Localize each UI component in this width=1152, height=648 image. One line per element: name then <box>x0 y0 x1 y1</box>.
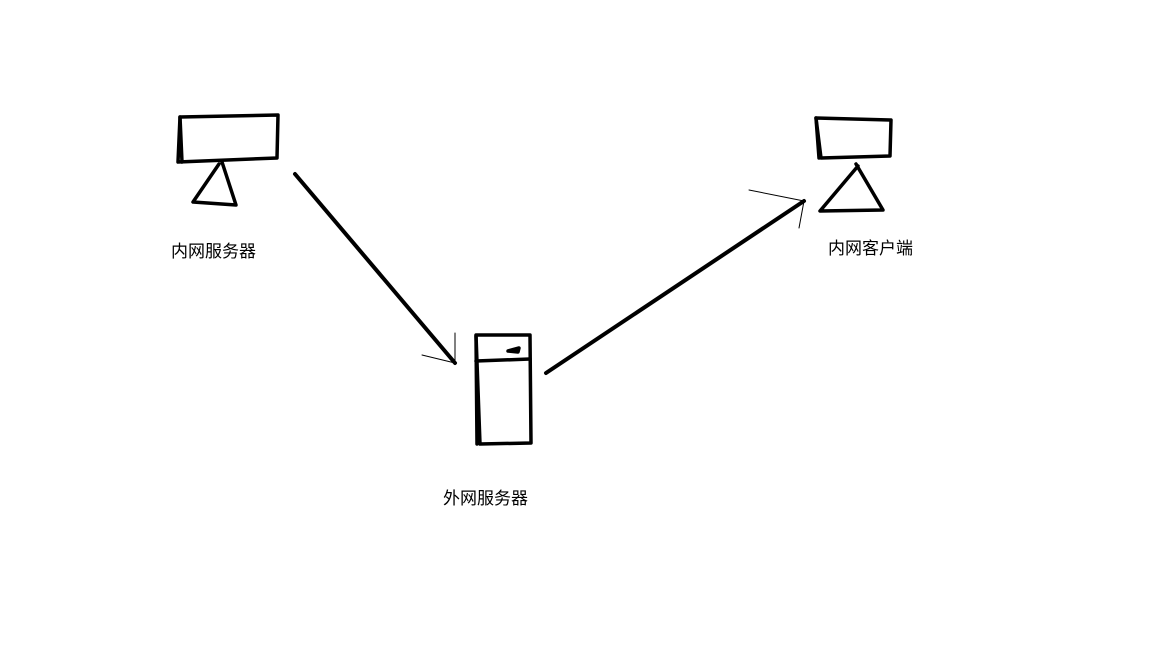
inner-client-monitor-icon <box>814 116 893 213</box>
inner-server-monitor-icon <box>176 113 280 207</box>
outer-server-label: 外网服务器 <box>443 489 528 509</box>
edge-inner-server-to-outer-server <box>293 172 457 365</box>
outer-server-tower-icon <box>474 333 533 446</box>
inner-server-label: 内网服务器 <box>171 242 256 262</box>
edge-outer-server-to-inner-client <box>544 189 806 375</box>
inner-client-label: 内网客户端 <box>828 239 913 259</box>
